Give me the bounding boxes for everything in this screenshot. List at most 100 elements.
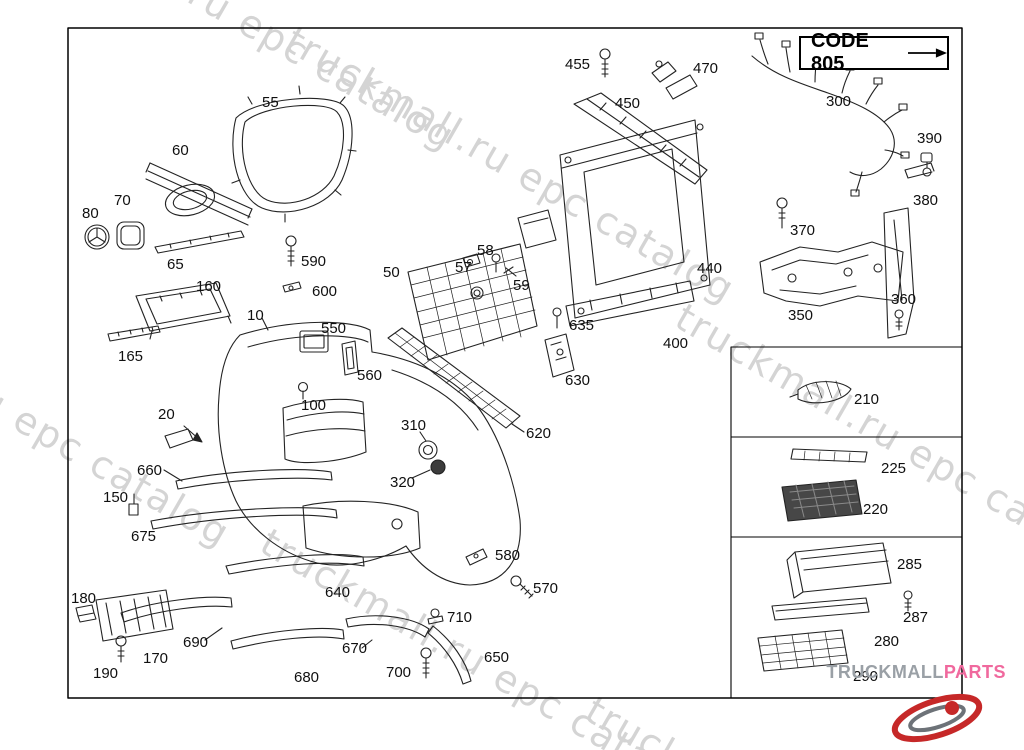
part-label-55: 55 — [262, 94, 279, 111]
part-label-65: 65 — [167, 256, 184, 273]
part-380-bracket — [904, 162, 935, 179]
part-620-mesh-strip — [387, 327, 525, 433]
part-label-290: 290 — [853, 668, 879, 685]
part-label-210: 210 — [854, 391, 880, 408]
logo-brand-text: TRUCKMALL — [826, 662, 944, 682]
part-label-285: 285 — [897, 556, 923, 573]
part-670-trim-strip — [345, 615, 430, 649]
part-360-bolt — [894, 309, 904, 331]
code-label: CODE 805 — [811, 30, 869, 75]
part-58-screw — [491, 253, 501, 273]
part-650-corner-strip — [427, 625, 472, 685]
part-label-370: 370 — [790, 222, 816, 239]
logo-text: TRUCKMALLPARTS — [826, 662, 1006, 683]
logo-accent-text: PARTS — [943, 662, 1006, 682]
code-box: CODE 805 — [799, 30, 949, 75]
truckmall-logo: TRUCKMALLPARTS — [820, 662, 1020, 748]
part-80-star-emblem — [84, 224, 110, 250]
part-55-grille-frame — [231, 85, 357, 223]
support-bracket-shape — [517, 209, 557, 249]
part-700-screw — [420, 647, 432, 679]
part-59-pin — [503, 266, 517, 277]
part-label-20: 20 — [158, 406, 175, 423]
part-label-560: 560 — [357, 367, 383, 384]
part-550-camera-bracket — [299, 330, 329, 353]
part-label-220: 220 — [863, 501, 889, 518]
part-100-fastener — [297, 381, 309, 400]
part-label-550: 550 — [321, 320, 347, 337]
part-label-690: 690 — [183, 634, 209, 651]
part-label-350: 350 — [788, 307, 814, 324]
part-label-390: 390 — [917, 130, 943, 147]
part-160-bracket-box — [135, 282, 232, 340]
part-label-700: 700 — [386, 664, 412, 681]
part-label-287: 287 — [903, 609, 929, 626]
part-400-crossmember — [565, 280, 695, 327]
diagram-border — [67, 27, 963, 699]
part-710-clip — [427, 608, 444, 625]
part-label-470: 470 — [693, 60, 719, 77]
part-225-slat — [790, 448, 868, 463]
part-label-440: 440 — [697, 260, 723, 277]
part-label-320: 320 — [390, 474, 416, 491]
part-70-emblem-frame — [116, 221, 145, 250]
part-635-stud — [552, 307, 562, 329]
part-label-620: 620 — [526, 425, 552, 442]
part-label-170: 170 — [143, 650, 169, 667]
part-label-165: 165 — [118, 348, 144, 365]
part-label-675: 675 — [131, 528, 157, 545]
part-label-80: 80 — [82, 205, 99, 222]
part-label-190: 190 — [93, 665, 119, 682]
part-label-59: 59 — [513, 277, 530, 294]
part-label-360: 360 — [891, 291, 917, 308]
part-label-310: 310 — [401, 417, 427, 434]
part-label-58: 58 — [477, 242, 494, 259]
part-690-trim-strip — [120, 596, 233, 641]
part-label-57: 57 — [455, 259, 472, 276]
part-180-bracket — [75, 604, 97, 623]
part-50-mesh-grille — [407, 243, 538, 361]
part-label-180: 180 — [71, 590, 97, 607]
part-label-225: 225 — [881, 460, 907, 477]
part-170-plate-bracket — [95, 589, 174, 642]
part-label-680: 680 — [294, 669, 320, 686]
part-label-450: 450 — [615, 95, 641, 112]
part-label-300: 300 — [826, 93, 852, 110]
part-label-635: 635 — [569, 317, 595, 334]
part-label-640: 640 — [325, 584, 351, 601]
part-label-670: 670 — [342, 640, 368, 657]
part-220-mesh-insert — [781, 479, 863, 522]
part-285-air-duct — [786, 542, 892, 599]
part-470-brackets — [651, 60, 698, 100]
part-label-280: 280 — [874, 633, 900, 650]
part-label-160: 160 — [196, 278, 222, 295]
part-675-trim-strip — [150, 507, 338, 530]
part-label-150: 150 — [103, 489, 129, 506]
part-680-trim-strip — [230, 627, 345, 650]
part-580-bracket — [465, 548, 488, 566]
part-label-455: 455 — [565, 56, 591, 73]
part-310-sensor-ring — [418, 431, 438, 460]
part-57-sensor — [462, 253, 481, 268]
part-290-mesh-insert — [757, 629, 849, 672]
part-label-60: 60 — [172, 142, 189, 159]
part-label-660: 660 — [137, 462, 163, 479]
part-label-380: 380 — [913, 192, 939, 209]
part-440-headlamp-frame — [559, 119, 711, 319]
part-165-strip — [107, 325, 161, 342]
arrow-right-icon — [907, 48, 947, 58]
part-600-clip — [282, 281, 302, 293]
part-60-grille-slats — [145, 162, 253, 226]
part-label-570: 570 — [533, 580, 559, 597]
part-660-lower-lip — [163, 469, 333, 490]
part-label-590: 590 — [301, 253, 327, 270]
part-label-600: 600 — [312, 283, 338, 300]
part-570-screw — [510, 575, 534, 599]
part-590-screw — [285, 235, 297, 267]
part-label-10: 10 — [247, 307, 264, 324]
part-455-screw — [599, 48, 611, 78]
part-label-710: 710 — [447, 609, 473, 626]
part-560-holder — [341, 340, 359, 376]
